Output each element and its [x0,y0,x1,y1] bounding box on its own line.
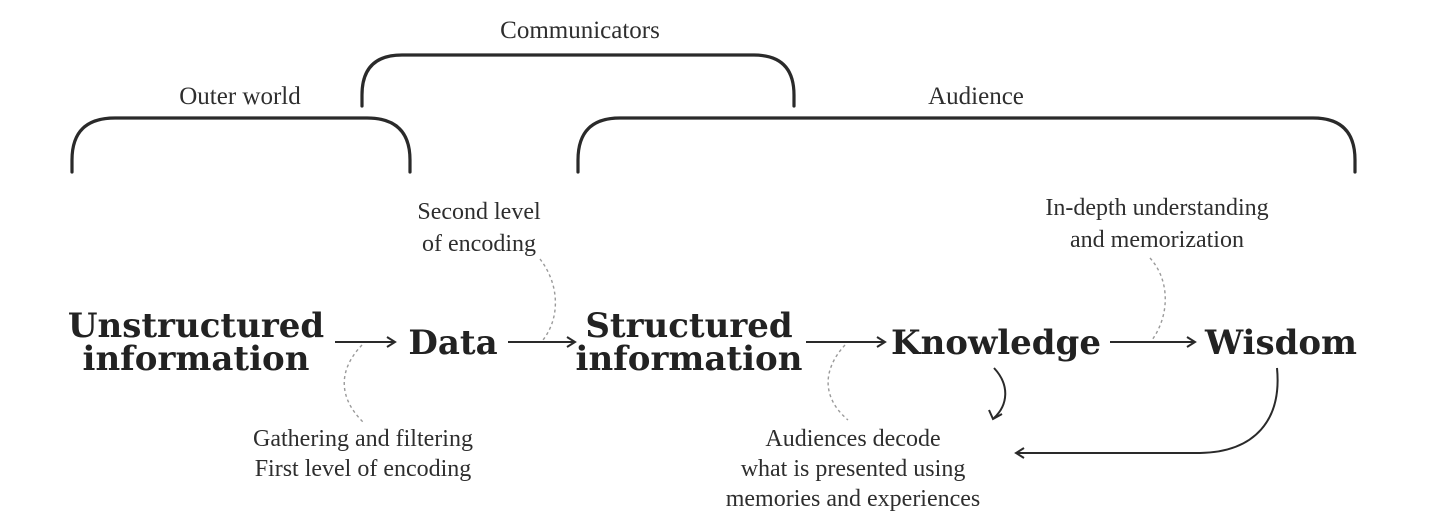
arrow-knowledge-to-audiences [988,367,1007,421]
gathering-note-line1: Gathering and filtering [253,426,473,452]
arrow-wisdom-to-audiences [1014,367,1279,459]
audiences-leader [827,344,849,421]
outer-world-bracket [70,116,412,174]
audiences-note-line1: Audiences decode [765,426,940,452]
arrow-data-to-structured [508,336,577,348]
unstructured-node-line2: information [83,339,310,379]
second-level-note-line2: of encoding [422,231,536,257]
audience-label: Audience [928,83,1024,110]
audience-bracket [576,116,1357,174]
structured-node-line2: information [576,339,803,379]
gathering-leader [343,344,365,424]
arrow-unstructured-to-data [335,336,397,348]
gathering-note-line2: First level of encoding [255,456,472,482]
second-level-leader [539,258,557,341]
communicators-label: Communicators [500,17,660,44]
communicators-bracket [360,53,796,108]
in-depth-note-line1: In-depth understanding [1045,195,1268,221]
data-node: Data [408,323,497,363]
outer-world-label: Outer world [179,83,301,110]
in-depth-leader [1149,257,1166,341]
wisdom-node: Wisdom [1204,323,1357,363]
in-depth-note-line2: and memorization [1070,227,1244,253]
knowledge-node: Knowledge [891,323,1101,363]
structured-node-line1: Structured [585,306,792,346]
unstructured-node-line1: Unstructured [68,306,324,346]
arrow-knowledge-to-wisdom [1110,336,1197,348]
audiences-note-line3: memories and experiences [726,486,981,512]
arrow-structured-to-knowledge [806,336,887,348]
audiences-note-line2: what is presented using [741,456,966,482]
second-level-note-line1: Second level [417,199,541,225]
